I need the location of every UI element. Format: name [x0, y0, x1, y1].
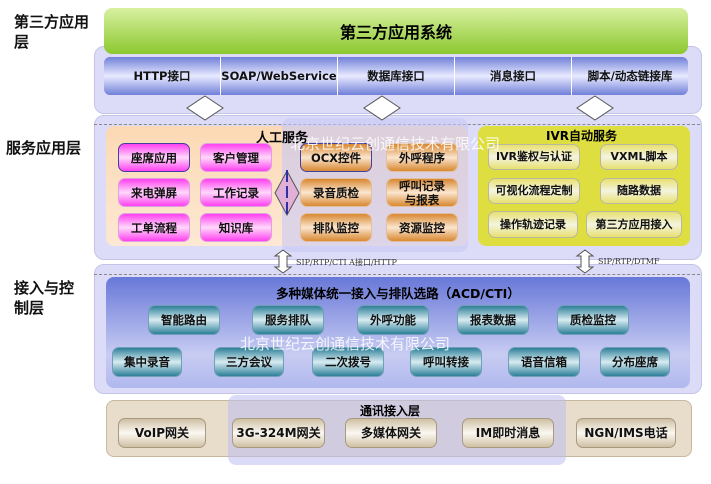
interface-script: 脚本/动态链接库: [587, 69, 673, 83]
call-transfer-button[interactable]: 呼叫转接: [410, 347, 482, 377]
ngn-ims-button[interactable]: NGN/IMS电话: [576, 418, 676, 448]
third-party-system-bar: 第三方应用系统: [104, 8, 688, 54]
im-button[interactable]: IM即时消息: [462, 418, 554, 448]
ivr-title: IVR自动服务: [546, 129, 617, 143]
screen-pop-button[interactable]: 来电弹屏: [118, 178, 190, 207]
visual-flow-button[interactable]: 可视化流程定制: [488, 178, 580, 204]
layer-label-service: 服务应用层: [6, 139, 82, 157]
conference-button[interactable]: 三方会议: [214, 347, 284, 377]
interface-database: 数据库接口: [338, 57, 455, 95]
report-data-button[interactable]: 报表数据: [457, 305, 529, 335]
associated-data-button[interactable]: 随路数据: [600, 178, 678, 204]
voip-gateway-button[interactable]: VoIP网关: [118, 418, 206, 448]
interface-bar: HTTP接口 SOAP/WebService 数据库接口 消息接口 脚本/动态链…: [104, 57, 688, 95]
resource-monitor-button[interactable]: 资源监控: [386, 213, 458, 242]
ticket-flow-button[interactable]: 工单流程: [118, 213, 190, 242]
comm-title: 通讯接入层: [360, 404, 421, 418]
outbound-function-button[interactable]: 外呼功能: [357, 305, 429, 335]
knowledge-base-button[interactable]: 知识库: [200, 213, 272, 242]
link-label-right: SIP/RTP/DTMF: [598, 257, 660, 266]
service-queue-button[interactable]: 服务排队: [252, 305, 324, 335]
layer-label-access: 接入与控制层: [14, 279, 75, 317]
work-log-button[interactable]: 工作记录: [200, 178, 272, 207]
ivr-auth-button[interactable]: IVR鉴权与认证: [488, 144, 580, 170]
manual-service-title: 人工服务: [256, 131, 309, 146]
dashed-divider: [94, 274, 700, 275]
multimedia-gateway-button[interactable]: 多媒体网关: [345, 418, 437, 448]
interface-http: HTTP接口: [104, 57, 221, 95]
vxml-script-button[interactable]: VXML脚本: [600, 144, 678, 170]
central-recording-button[interactable]: 集中录音: [112, 347, 182, 377]
voicemail-button[interactable]: 语音信箱: [508, 347, 580, 377]
watermark: 北京世纪云创通信技术有限公司: [290, 135, 501, 153]
queue-monitor-button[interactable]: 排队监控: [300, 213, 372, 242]
operation-trace-button[interactable]: 操作轨迹记录: [488, 211, 578, 238]
outbound-program-button[interactable]: 外呼程序: [386, 143, 458, 172]
distributed-agent-button[interactable]: 分布座席: [600, 347, 670, 377]
link-label-left: SIP/RTP/CTI A接口/HTTP: [296, 258, 397, 267]
3g-gateway-button[interactable]: 3G-324M网关: [232, 418, 325, 448]
customer-mgmt-button[interactable]: 客户管理: [200, 143, 272, 172]
layer-label-third-party: 第三方应用层: [14, 13, 90, 51]
third-party-access-button[interactable]: 第三方应用接入: [586, 211, 682, 238]
qa-monitor-button[interactable]: 质检监控: [557, 305, 629, 335]
recording-qa-button[interactable]: 录音质检: [300, 178, 372, 207]
diamond-icon: [274, 170, 300, 216]
second-dial-button[interactable]: 二次拨号: [312, 347, 384, 377]
ocx-control-button[interactable]: OCX控件: [300, 143, 372, 172]
interface-message: 消息接口: [455, 57, 572, 95]
acd-title: 多种媒体统一接入与排队选路（ACD/CTI）: [276, 286, 520, 301]
smart-routing-button[interactable]: 智能路由: [148, 305, 220, 335]
agent-app-button[interactable]: 座席应用: [118, 143, 190, 172]
interface-soap: SOAP/WebService: [221, 57, 338, 95]
call-records-button[interactable]: 呼叫记录与报表: [386, 178, 458, 207]
watermark: 北京世纪云创通信技术有限公司: [240, 335, 451, 353]
